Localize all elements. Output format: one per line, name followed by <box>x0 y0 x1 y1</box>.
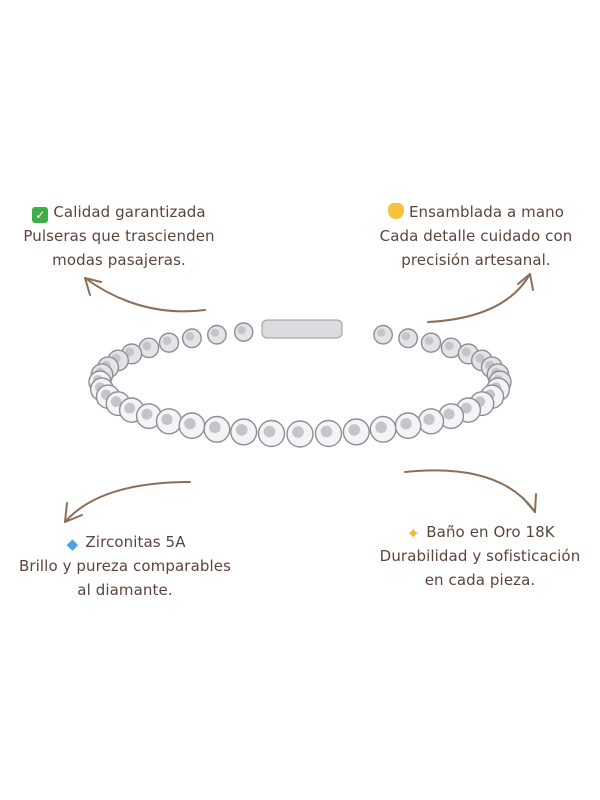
waving-hand-icon <box>387 203 404 219</box>
feature-text: modas pasajeras. <box>52 251 186 269</box>
stone-facet <box>444 341 454 351</box>
stone-facet <box>460 402 472 414</box>
stone-facet <box>348 424 361 436</box>
stone-facet <box>375 421 387 434</box>
tennis-bracelet-image <box>88 319 512 448</box>
stone-facet <box>424 336 434 346</box>
stone-facet <box>161 413 173 425</box>
sparkles-icon: ✦ <box>406 524 421 543</box>
stone-facet <box>461 347 471 357</box>
stone-facet <box>320 425 333 438</box>
feature-zircons: ◆ Zirconitas 5A Brillo y pureza comparabl… <box>10 530 240 602</box>
stone-facet <box>235 424 248 436</box>
stone-facet <box>443 408 455 420</box>
stone-facet <box>162 336 172 346</box>
stone-facet <box>210 328 219 337</box>
feature-gold-plating: ✦ Baño en Oro 18K Durabilidad y sofistica… <box>370 520 590 592</box>
stone-facet <box>423 413 435 425</box>
feature-text: Cada detalle cuidado con <box>379 227 573 245</box>
stone-facet <box>292 426 304 438</box>
check-mark-icon: ✓ <box>32 207 49 223</box>
stone-facet <box>110 396 122 407</box>
feature-title: Zirconitas 5A <box>85 533 186 551</box>
feature-text: Brillo y pureza comparables <box>18 557 232 575</box>
arrow-top-left <box>84 277 206 313</box>
feature-text: Pulseras que trascienden <box>23 227 215 245</box>
stone-facet <box>475 353 485 363</box>
stone-facet <box>209 421 221 434</box>
feature-text: precisión artesanal. <box>401 251 551 269</box>
bracelet-clasp <box>261 319 343 339</box>
stone-facet <box>263 425 276 438</box>
stone-facet <box>125 347 135 357</box>
feature-handmade: Ensamblada a mano Cada detalle cuidado c… <box>370 200 582 272</box>
stone-facet <box>141 408 153 420</box>
gem-icon: ◆ <box>66 535 79 553</box>
feature-text: al diamante. <box>77 581 173 599</box>
stone-facet <box>185 332 195 341</box>
feature-title: Baño en Oro 18K <box>426 523 555 541</box>
arrow-bottom-right <box>404 469 537 513</box>
stone-facet <box>184 418 196 430</box>
feature-quality: ✓Calidad garantizada Pulseras que trasci… <box>14 200 224 272</box>
arrow-bottom-left <box>64 481 191 523</box>
stone-facet <box>142 341 152 351</box>
stone-facet <box>237 326 246 335</box>
feature-title: Ensamblada a mano <box>408 203 565 221</box>
arrow-top-right <box>427 273 534 323</box>
feature-title: Calidad garantizada <box>53 203 206 221</box>
stone-facet <box>400 418 412 430</box>
feature-text: en cada pieza. <box>424 571 536 589</box>
feature-text: Durabilidad y sofisticación <box>379 547 581 565</box>
stone-facet <box>124 402 136 414</box>
stone-facet <box>377 328 386 337</box>
stone-facet <box>401 332 411 341</box>
